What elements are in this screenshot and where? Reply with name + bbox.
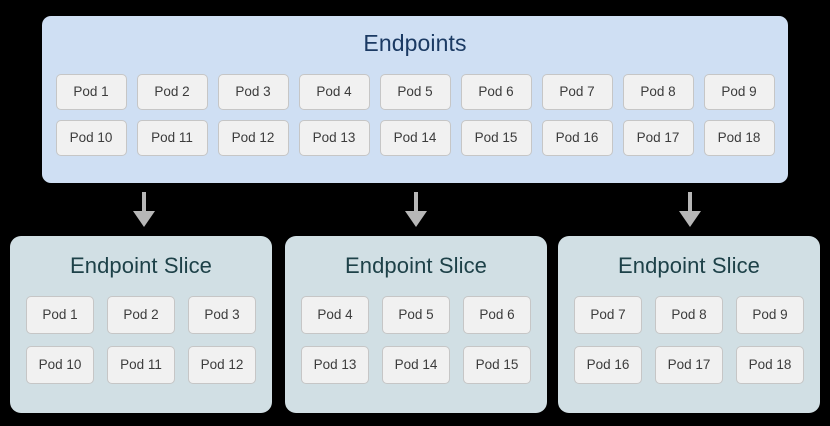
pod-chip: Pod 13 <box>301 346 369 384</box>
pod-chip: Pod 8 <box>655 296 723 334</box>
pod-chip: Pod 4 <box>298 74 370 110</box>
pod-chip: Pod 9 <box>736 296 804 334</box>
endpoint-slice-pod-grid: Pod 4 Pod 5 Pod 6 Pod 13 Pod 14 Pod 15 <box>285 296 547 396</box>
endpoint-slice-title: Endpoint Slice <box>617 253 761 278</box>
pod-chip: Pod 1 <box>55 74 127 110</box>
endpoint-slice-title: Endpoint Slice <box>344 253 488 278</box>
pod-chip: Pod 3 <box>188 296 256 334</box>
endpoint-slice-pod-grid: Pod 7 Pod 8 Pod 9 Pod 16 Pod 17 Pod 18 <box>558 296 820 396</box>
pod-chip: Pod 10 <box>26 346 94 384</box>
arrow-head <box>405 211 427 227</box>
endpoint-slice-pod-row: Pod 4 Pod 5 Pod 6 <box>285 296 547 334</box>
endpoint-slice-title: Endpoint Slice <box>69 253 213 278</box>
pod-chip: Pod 3 <box>217 74 289 110</box>
endpoint-slice-pod-row: Pod 10 Pod 11 Pod 12 <box>10 346 272 384</box>
pod-chip: Pod 14 <box>379 120 451 156</box>
endpoints-pod-grid: Pod 1 Pod 2 Pod 3 Pod 4 Pod 5 Pod 6 Pod … <box>42 74 788 166</box>
endpoint-slice-pod-row: Pod 1 Pod 2 Pod 3 <box>10 296 272 334</box>
endpoint-slice-pod-row: Pod 7 Pod 8 Pod 9 <box>558 296 820 334</box>
endpoint-slice-container-1: Endpoint Slice Pod 1 Pod 2 Pod 3 Pod 10 … <box>10 236 272 413</box>
arrow-head <box>133 211 155 227</box>
endpoint-slice-container-2: Endpoint Slice Pod 4 Pod 5 Pod 6 Pod 13 … <box>285 236 547 413</box>
pod-chip: Pod 18 <box>736 346 804 384</box>
pod-chip: Pod 14 <box>382 346 450 384</box>
endpoint-slice-container-3: Endpoint Slice Pod 7 Pod 8 Pod 9 Pod 16 … <box>558 236 820 413</box>
pod-chip: Pod 5 <box>379 74 451 110</box>
pod-chip: Pod 8 <box>622 74 694 110</box>
endpoints-title: Endpoints <box>363 30 467 56</box>
endpoints-pod-row: Pod 10 Pod 11 Pod 12 Pod 13 Pod 14 Pod 1… <box>42 120 788 156</box>
pod-chip: Pod 1 <box>26 296 94 334</box>
pod-chip: Pod 9 <box>703 74 775 110</box>
pod-chip: Pod 16 <box>541 120 613 156</box>
pod-chip: Pod 15 <box>463 346 531 384</box>
down-arrow-icon <box>679 192 701 227</box>
pod-chip: Pod 6 <box>460 74 532 110</box>
down-arrow-icon <box>405 192 427 227</box>
endpoint-slice-pod-row: Pod 13 Pod 14 Pod 15 <box>285 346 547 384</box>
pod-chip: Pod 6 <box>463 296 531 334</box>
arrow-head <box>679 211 701 227</box>
endpoint-slice-pod-row: Pod 16 Pod 17 Pod 18 <box>558 346 820 384</box>
pod-chip: Pod 12 <box>188 346 256 384</box>
arrow-shaft <box>142 192 146 213</box>
arrow-shaft <box>414 192 418 213</box>
endpoints-pod-row: Pod 1 Pod 2 Pod 3 Pod 4 Pod 5 Pod 6 Pod … <box>42 74 788 110</box>
pod-chip: Pod 2 <box>107 296 175 334</box>
pod-chip: Pod 17 <box>655 346 723 384</box>
pod-chip: Pod 18 <box>703 120 775 156</box>
pod-chip: Pod 15 <box>460 120 532 156</box>
down-arrow-icon <box>133 192 155 227</box>
pod-chip: Pod 12 <box>217 120 289 156</box>
pod-chip: Pod 5 <box>382 296 450 334</box>
pod-chip: Pod 17 <box>622 120 694 156</box>
pod-chip: Pod 11 <box>107 346 175 384</box>
pod-chip: Pod 13 <box>298 120 370 156</box>
endpoint-slice-pod-grid: Pod 1 Pod 2 Pod 3 Pod 10 Pod 11 Pod 12 <box>10 296 272 396</box>
pod-chip: Pod 10 <box>55 120 127 156</box>
pod-chip: Pod 4 <box>301 296 369 334</box>
pod-chip: Pod 7 <box>574 296 642 334</box>
arrow-shaft <box>688 192 692 213</box>
pod-chip: Pod 2 <box>136 74 208 110</box>
pod-chip: Pod 16 <box>574 346 642 384</box>
pod-chip: Pod 11 <box>136 120 208 156</box>
pod-chip: Pod 7 <box>541 74 613 110</box>
endpoints-container: Endpoints Pod 1 Pod 2 Pod 3 Pod 4 Pod 5 … <box>42 16 788 183</box>
